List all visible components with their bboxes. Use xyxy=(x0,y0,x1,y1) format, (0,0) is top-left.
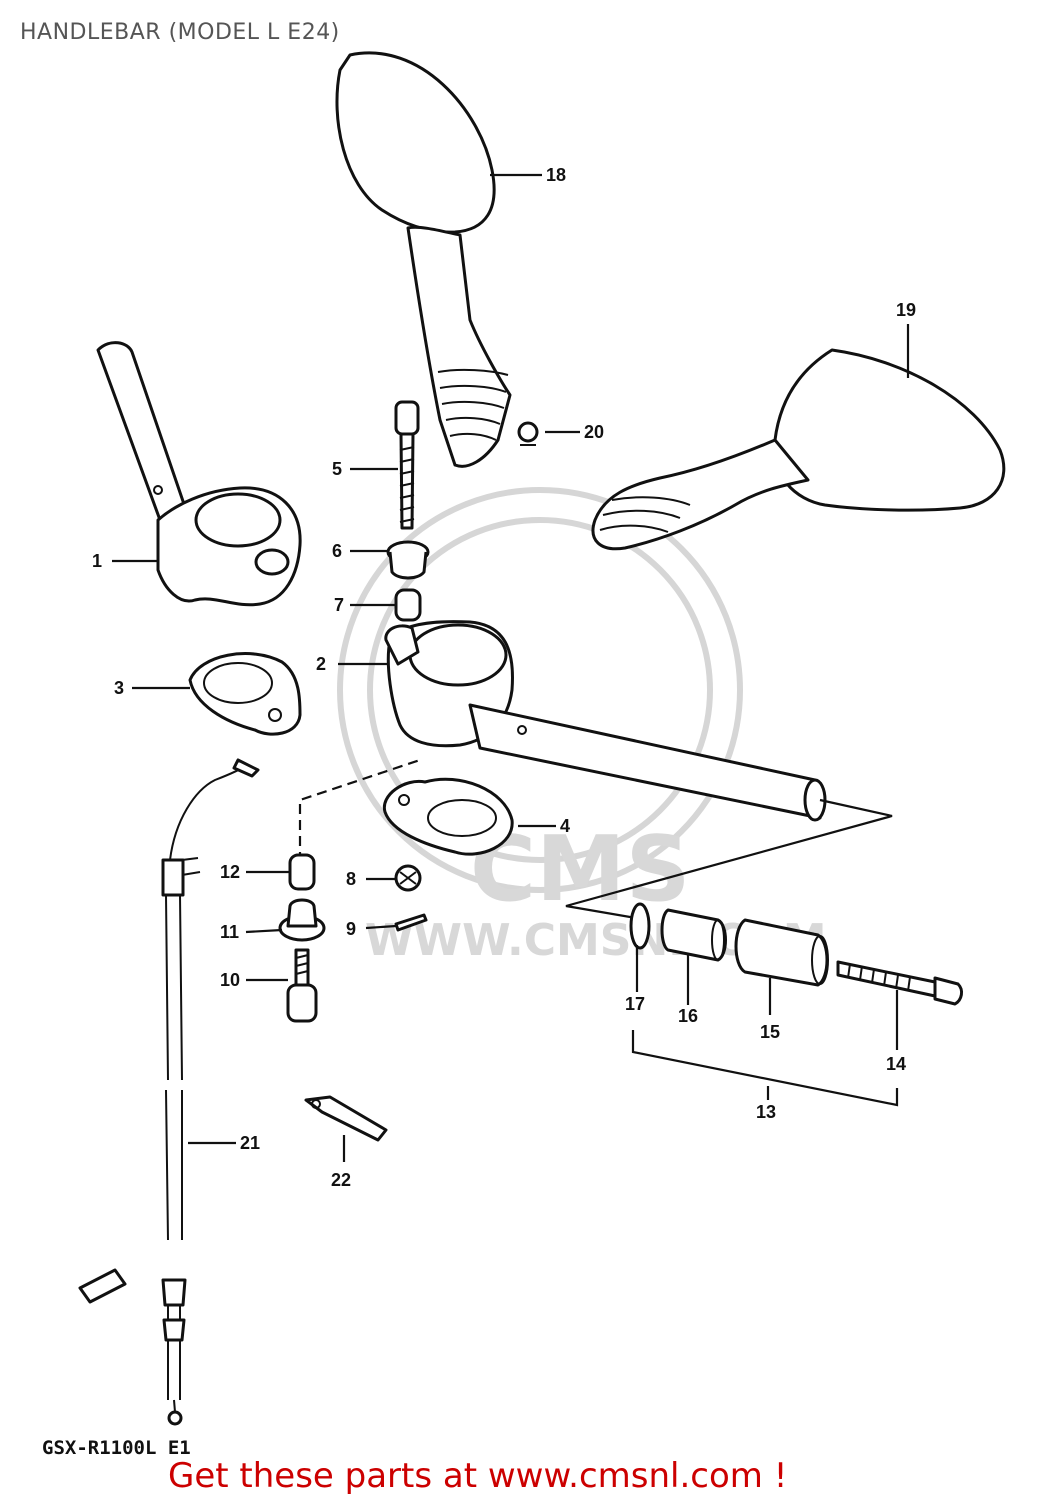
part-6-collar[interactable] xyxy=(386,540,430,580)
label-20: 20 xyxy=(584,422,604,442)
part-14-screw[interactable] xyxy=(836,960,964,1006)
part-7-spacer[interactable] xyxy=(394,588,422,622)
label-16: 16 xyxy=(678,1006,698,1026)
label-11: 11 xyxy=(220,922,239,942)
label-22: 22 xyxy=(331,1170,351,1190)
part-2-handlebar-right[interactable] xyxy=(384,620,827,822)
label-7: 7 xyxy=(334,595,344,615)
part-22-bracket[interactable] xyxy=(304,1095,388,1142)
label-2: 2 xyxy=(316,654,326,674)
label-4: 4 xyxy=(560,816,570,836)
label-21: 21 xyxy=(240,1133,260,1153)
label-13: 13 xyxy=(756,1102,776,1122)
label-18: 18 xyxy=(546,165,566,185)
page-title: HANDLEBAR (MODEL L E24) xyxy=(20,20,340,45)
label-14: 14 xyxy=(886,1054,906,1074)
part-15-weight[interactable] xyxy=(734,918,829,987)
part-5-bolt[interactable] xyxy=(394,400,420,530)
part-8-nut[interactable] xyxy=(394,864,422,892)
part-16-weight[interactable] xyxy=(660,908,727,962)
part-9-pin[interactable] xyxy=(394,913,428,932)
label-1: 1 xyxy=(92,551,102,571)
part-1-handlebar-left[interactable] xyxy=(96,341,302,607)
model-code: GSX-R1100L E1 xyxy=(42,1437,191,1459)
part-20-screw[interactable] xyxy=(517,421,539,446)
part-19-mirror-right[interactable] xyxy=(591,348,1006,551)
part-17-washer[interactable] xyxy=(629,902,651,950)
label-8: 8 xyxy=(346,869,356,889)
label-5: 5 xyxy=(332,459,342,479)
forward-arrow-icon xyxy=(78,1268,127,1304)
label-6: 6 xyxy=(332,541,342,561)
label-9: 9 xyxy=(346,919,356,939)
part-21-cable[interactable] xyxy=(161,758,260,1426)
part-10-bolt[interactable] xyxy=(286,948,318,1023)
part-11-collar[interactable] xyxy=(278,898,326,942)
part-labels: 1 2 3 4 5 6 7 8 9 10 11 12 13 14 15 16 1… xyxy=(92,165,916,1190)
label-19: 19 xyxy=(896,300,916,320)
label-15: 15 xyxy=(760,1022,780,1042)
leader-lines xyxy=(112,173,910,1162)
part-3-shim-plate[interactable] xyxy=(188,652,302,736)
part-4-shim-plate[interactable] xyxy=(382,777,514,856)
cta-link[interactable]: Get these parts at www.cmsnl.com ! xyxy=(168,1456,788,1496)
label-12: 12 xyxy=(220,862,240,882)
part-12-spacer[interactable] xyxy=(288,853,316,891)
part-18-mirror-left[interactable] xyxy=(335,51,512,468)
label-10: 10 xyxy=(220,970,240,990)
label-3: 3 xyxy=(114,678,124,698)
label-17: 17 xyxy=(625,994,645,1014)
